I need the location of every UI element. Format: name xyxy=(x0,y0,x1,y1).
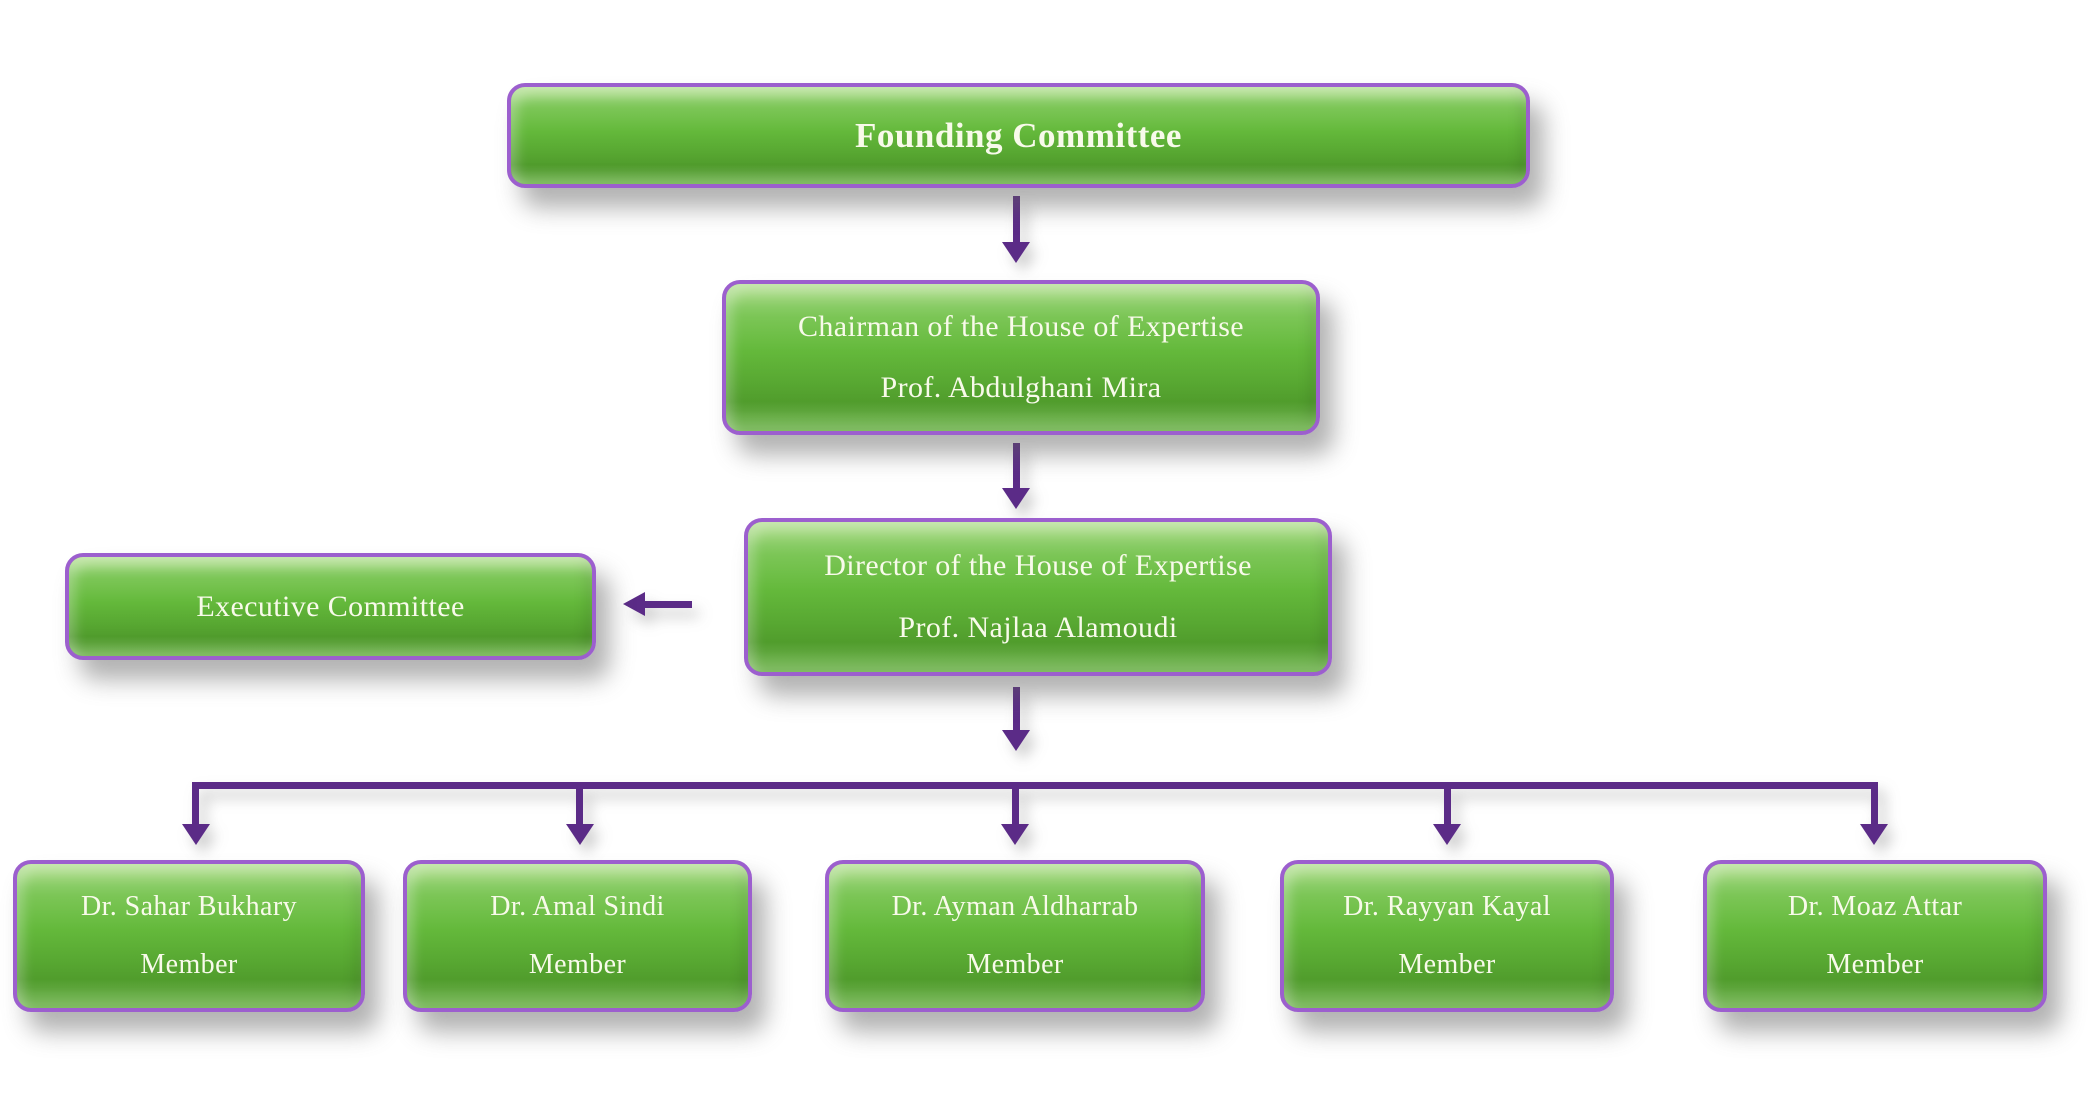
node-title: Founding Committee xyxy=(855,115,1182,155)
connector-horizontal-bar xyxy=(192,782,1878,789)
node-member-2: Dr. Amal Sindi Member xyxy=(403,860,752,1012)
node-member-4: Dr. Rayyan Kayal Member xyxy=(1280,860,1614,1012)
member-name: Dr. Ayman Aldharrab xyxy=(891,890,1139,922)
node-person-name: Prof. Abdulghani Mira xyxy=(880,370,1162,404)
node-founding-committee: Founding Committee xyxy=(507,83,1530,188)
node-member-3: Dr. Ayman Aldharrab Member xyxy=(825,860,1205,1012)
node-title: Executive Committee xyxy=(196,589,465,623)
member-name: Dr. Sahar Bukhary xyxy=(81,890,297,922)
member-role: Member xyxy=(966,949,1064,981)
node-executive-committee: Executive Committee xyxy=(65,553,596,660)
member-role: Member xyxy=(528,949,627,981)
node-director: Director of the House of Expertise Prof.… xyxy=(744,518,1332,676)
node-chairman: Chairman of the House of Expertise Prof.… xyxy=(722,280,1320,435)
member-name: Dr. Rayyan Kayal xyxy=(1343,890,1551,922)
member-role: Member xyxy=(1826,949,1924,981)
node-title: Chairman of the House of Expertise xyxy=(798,310,1244,344)
member-name: Dr. Moaz Attar xyxy=(1787,890,1963,922)
member-role: Member xyxy=(1398,949,1496,981)
node-person-name: Prof. Najlaa Alamoudi xyxy=(898,610,1178,644)
member-role: Member xyxy=(140,949,238,981)
member-name: Dr. Amal Sindi xyxy=(490,890,665,922)
node-title: Director of the House of Expertise xyxy=(824,549,1252,583)
node-member-5: Dr. Moaz Attar Member xyxy=(1703,860,2047,1012)
node-member-1: Dr. Sahar Bukhary Member xyxy=(13,860,365,1012)
